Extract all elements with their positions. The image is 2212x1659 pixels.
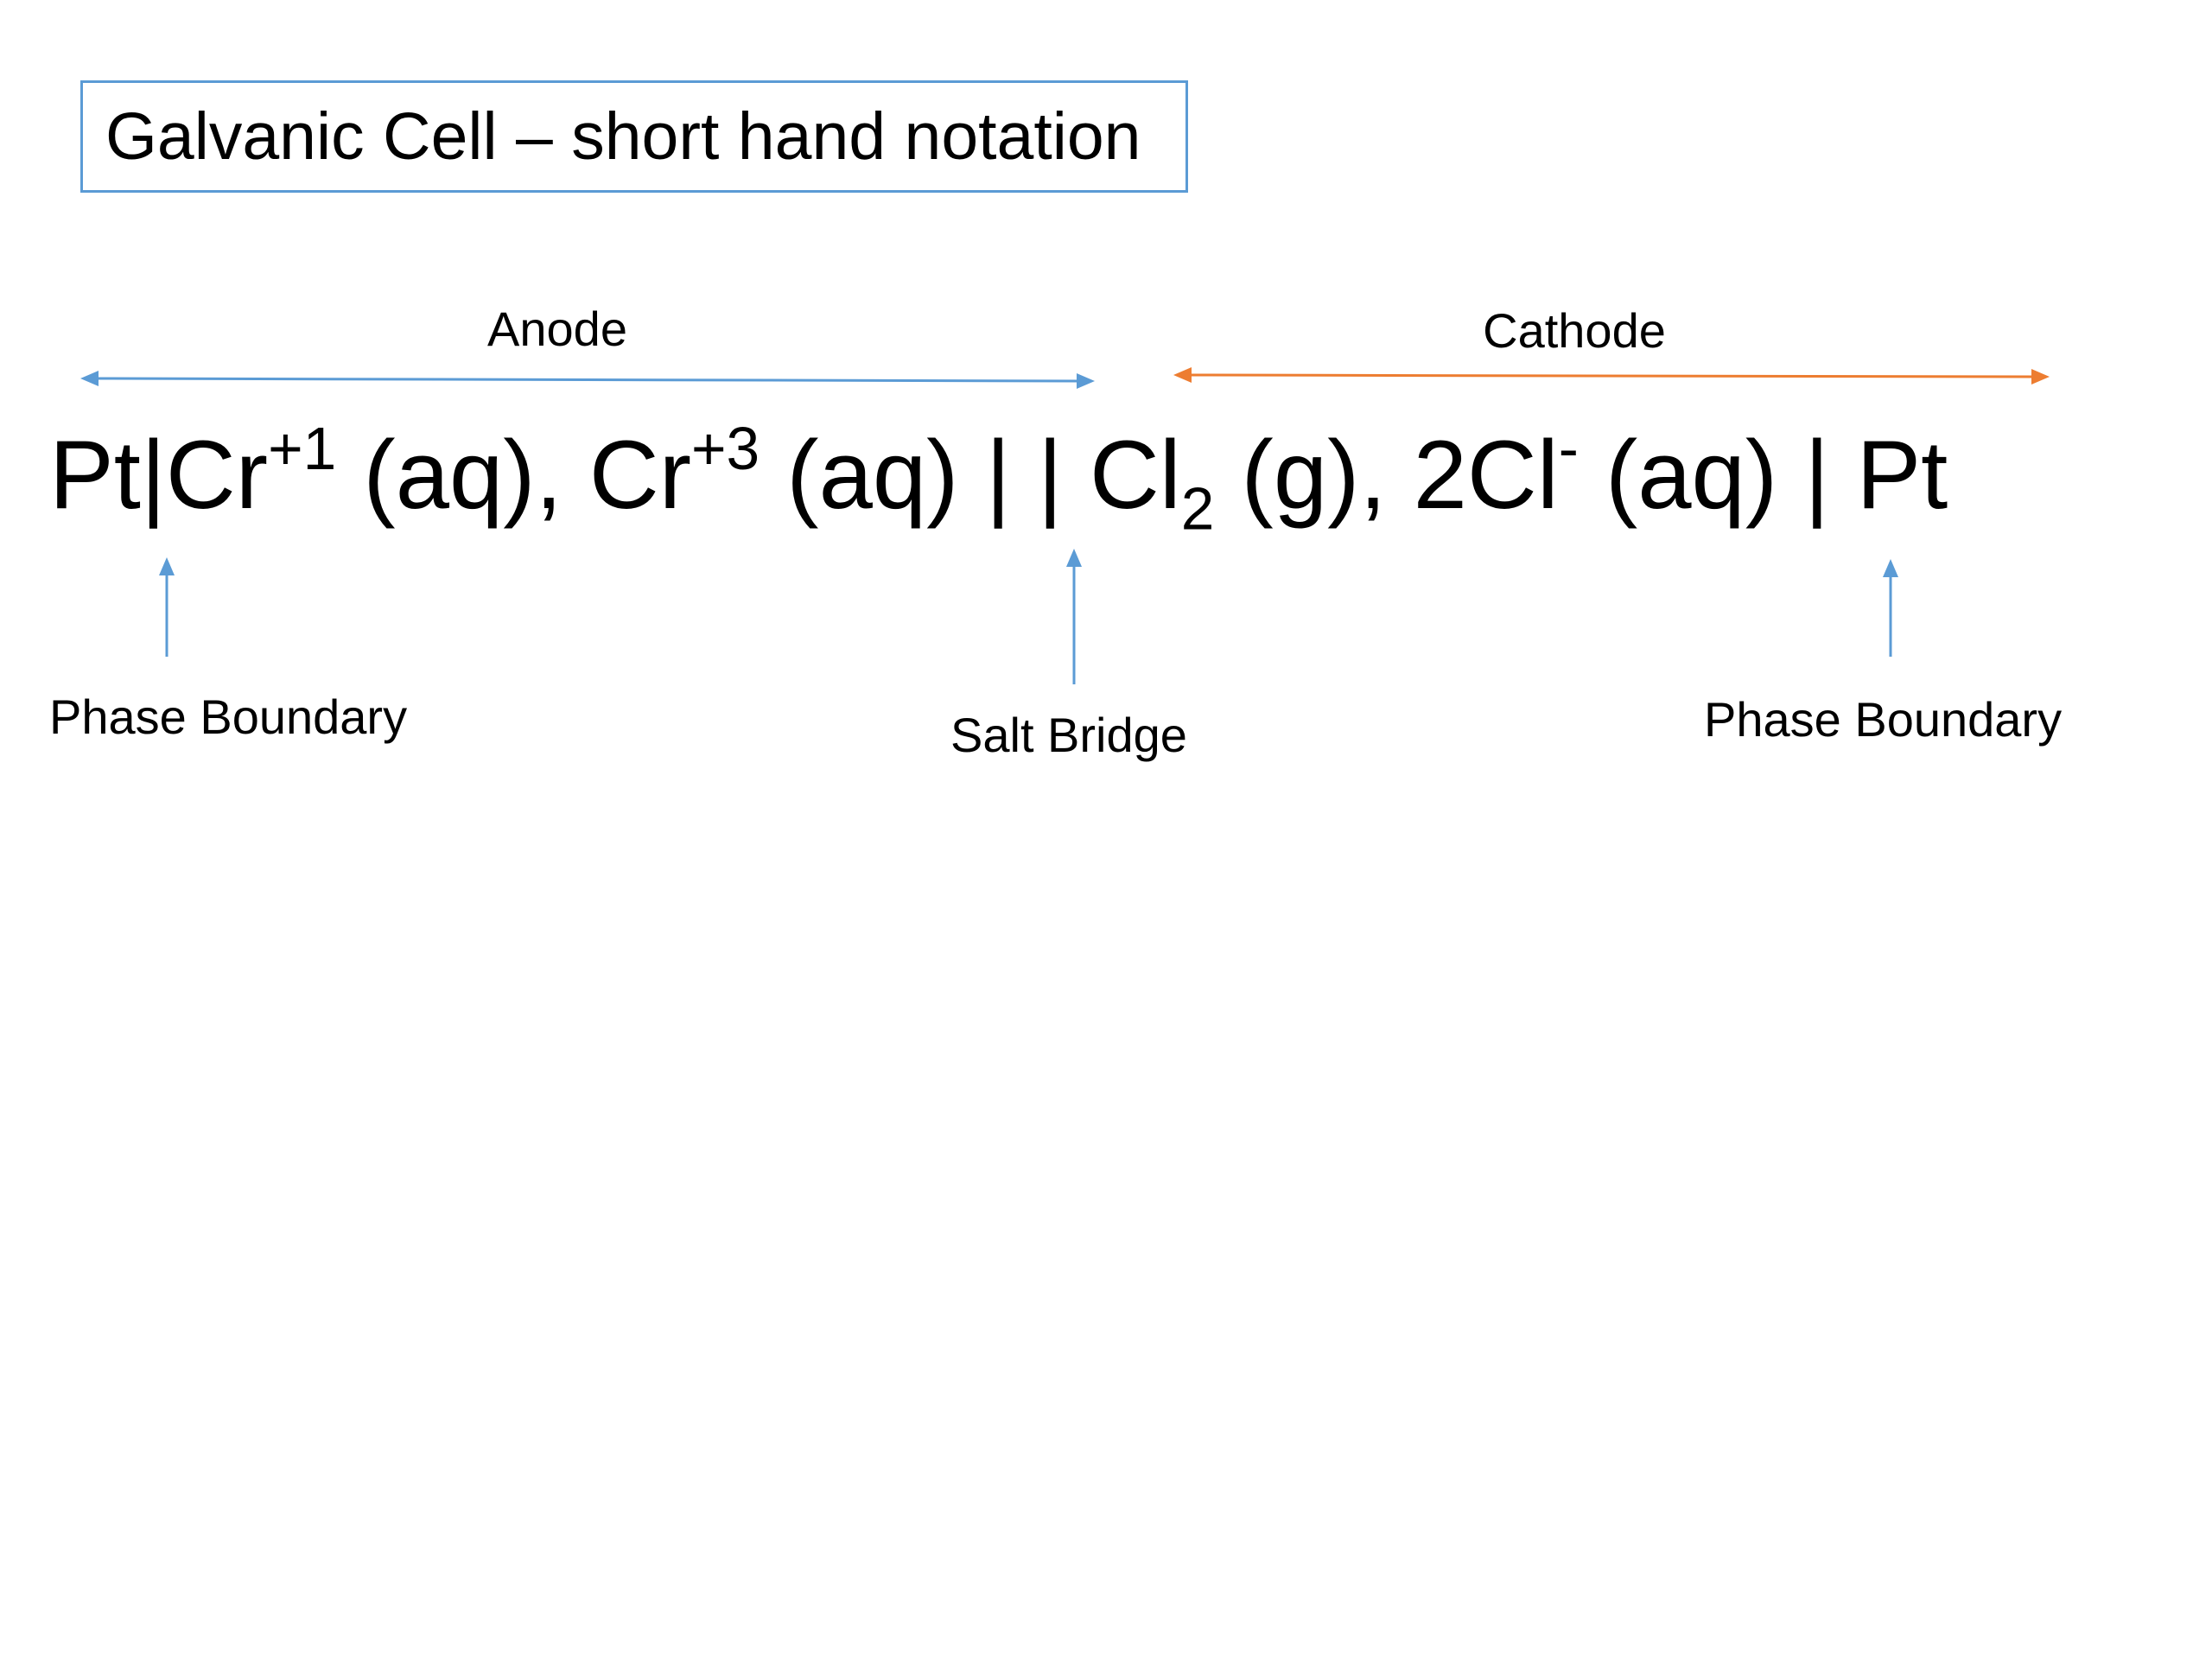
title-box: Galvanic Cell – short hand notation: [80, 80, 1188, 193]
cr1-state: (aq),: [336, 421, 589, 529]
cl2-subscript: 2: [1180, 474, 1215, 543]
salt-bridge-label: Salt Bridge: [950, 708, 1187, 762]
anode-span-arrow: [80, 371, 1095, 389]
phase-boundary-left-label: Phase Boundary: [49, 690, 408, 744]
chloride-state: (aq): [1578, 421, 1805, 529]
salt-bridge-bars: | |: [985, 421, 1063, 529]
phase-boundary-right-label: Phase Boundary: [1704, 692, 2063, 747]
cell-notation: Pt|Cr+1 (aq), Cr+3 (aq) | | Cl2 (g), 2Cl…: [49, 410, 1948, 540]
slide-title: Galvanic Cell – short hand notation: [105, 99, 1141, 174]
cr3-state: (aq): [760, 421, 986, 529]
phase-boundary-bar-left: |: [140, 421, 166, 529]
cr-plus1-species: Cr+1: [165, 418, 336, 529]
cl2-symbol: Cl: [1062, 421, 1181, 529]
chloride-symbol: 2Cl: [1413, 421, 1559, 529]
chloride-species: 2Cl-: [1413, 418, 1579, 529]
pt-anode: Pt: [49, 421, 141, 529]
cl2-state: (g),: [1214, 421, 1414, 529]
cathode-label: Cathode: [1483, 303, 1666, 358]
cr3-symbol: Cr: [588, 421, 691, 529]
cr-plus3-species: Cr+3: [588, 418, 760, 529]
anode-arrowhead-right: [1077, 373, 1095, 389]
cr1-charge: +1: [268, 414, 337, 482]
pt-cathode: Pt: [1829, 421, 1948, 529]
salt-bridge-pointer: [1066, 549, 1082, 684]
cathode-arrowhead-right: [2031, 369, 2050, 385]
phase-boundary-right-pointer: [1883, 559, 1898, 657]
cr1-symbol: Cr: [165, 421, 269, 529]
cr3-charge: +3: [691, 414, 760, 482]
phase-boundary-left-pointer: [159, 557, 175, 657]
cathode-span-arrow: [1173, 367, 2050, 385]
anode-label: Anode: [487, 302, 627, 356]
chloride-charge: -: [1558, 414, 1579, 482]
phase-boundary-bar-right: |: [1804, 421, 1830, 529]
cl2-species: Cl2: [1062, 421, 1214, 538]
cathode-arrowhead-left: [1173, 367, 1192, 383]
anode-arrowhead-left: [80, 371, 99, 386]
